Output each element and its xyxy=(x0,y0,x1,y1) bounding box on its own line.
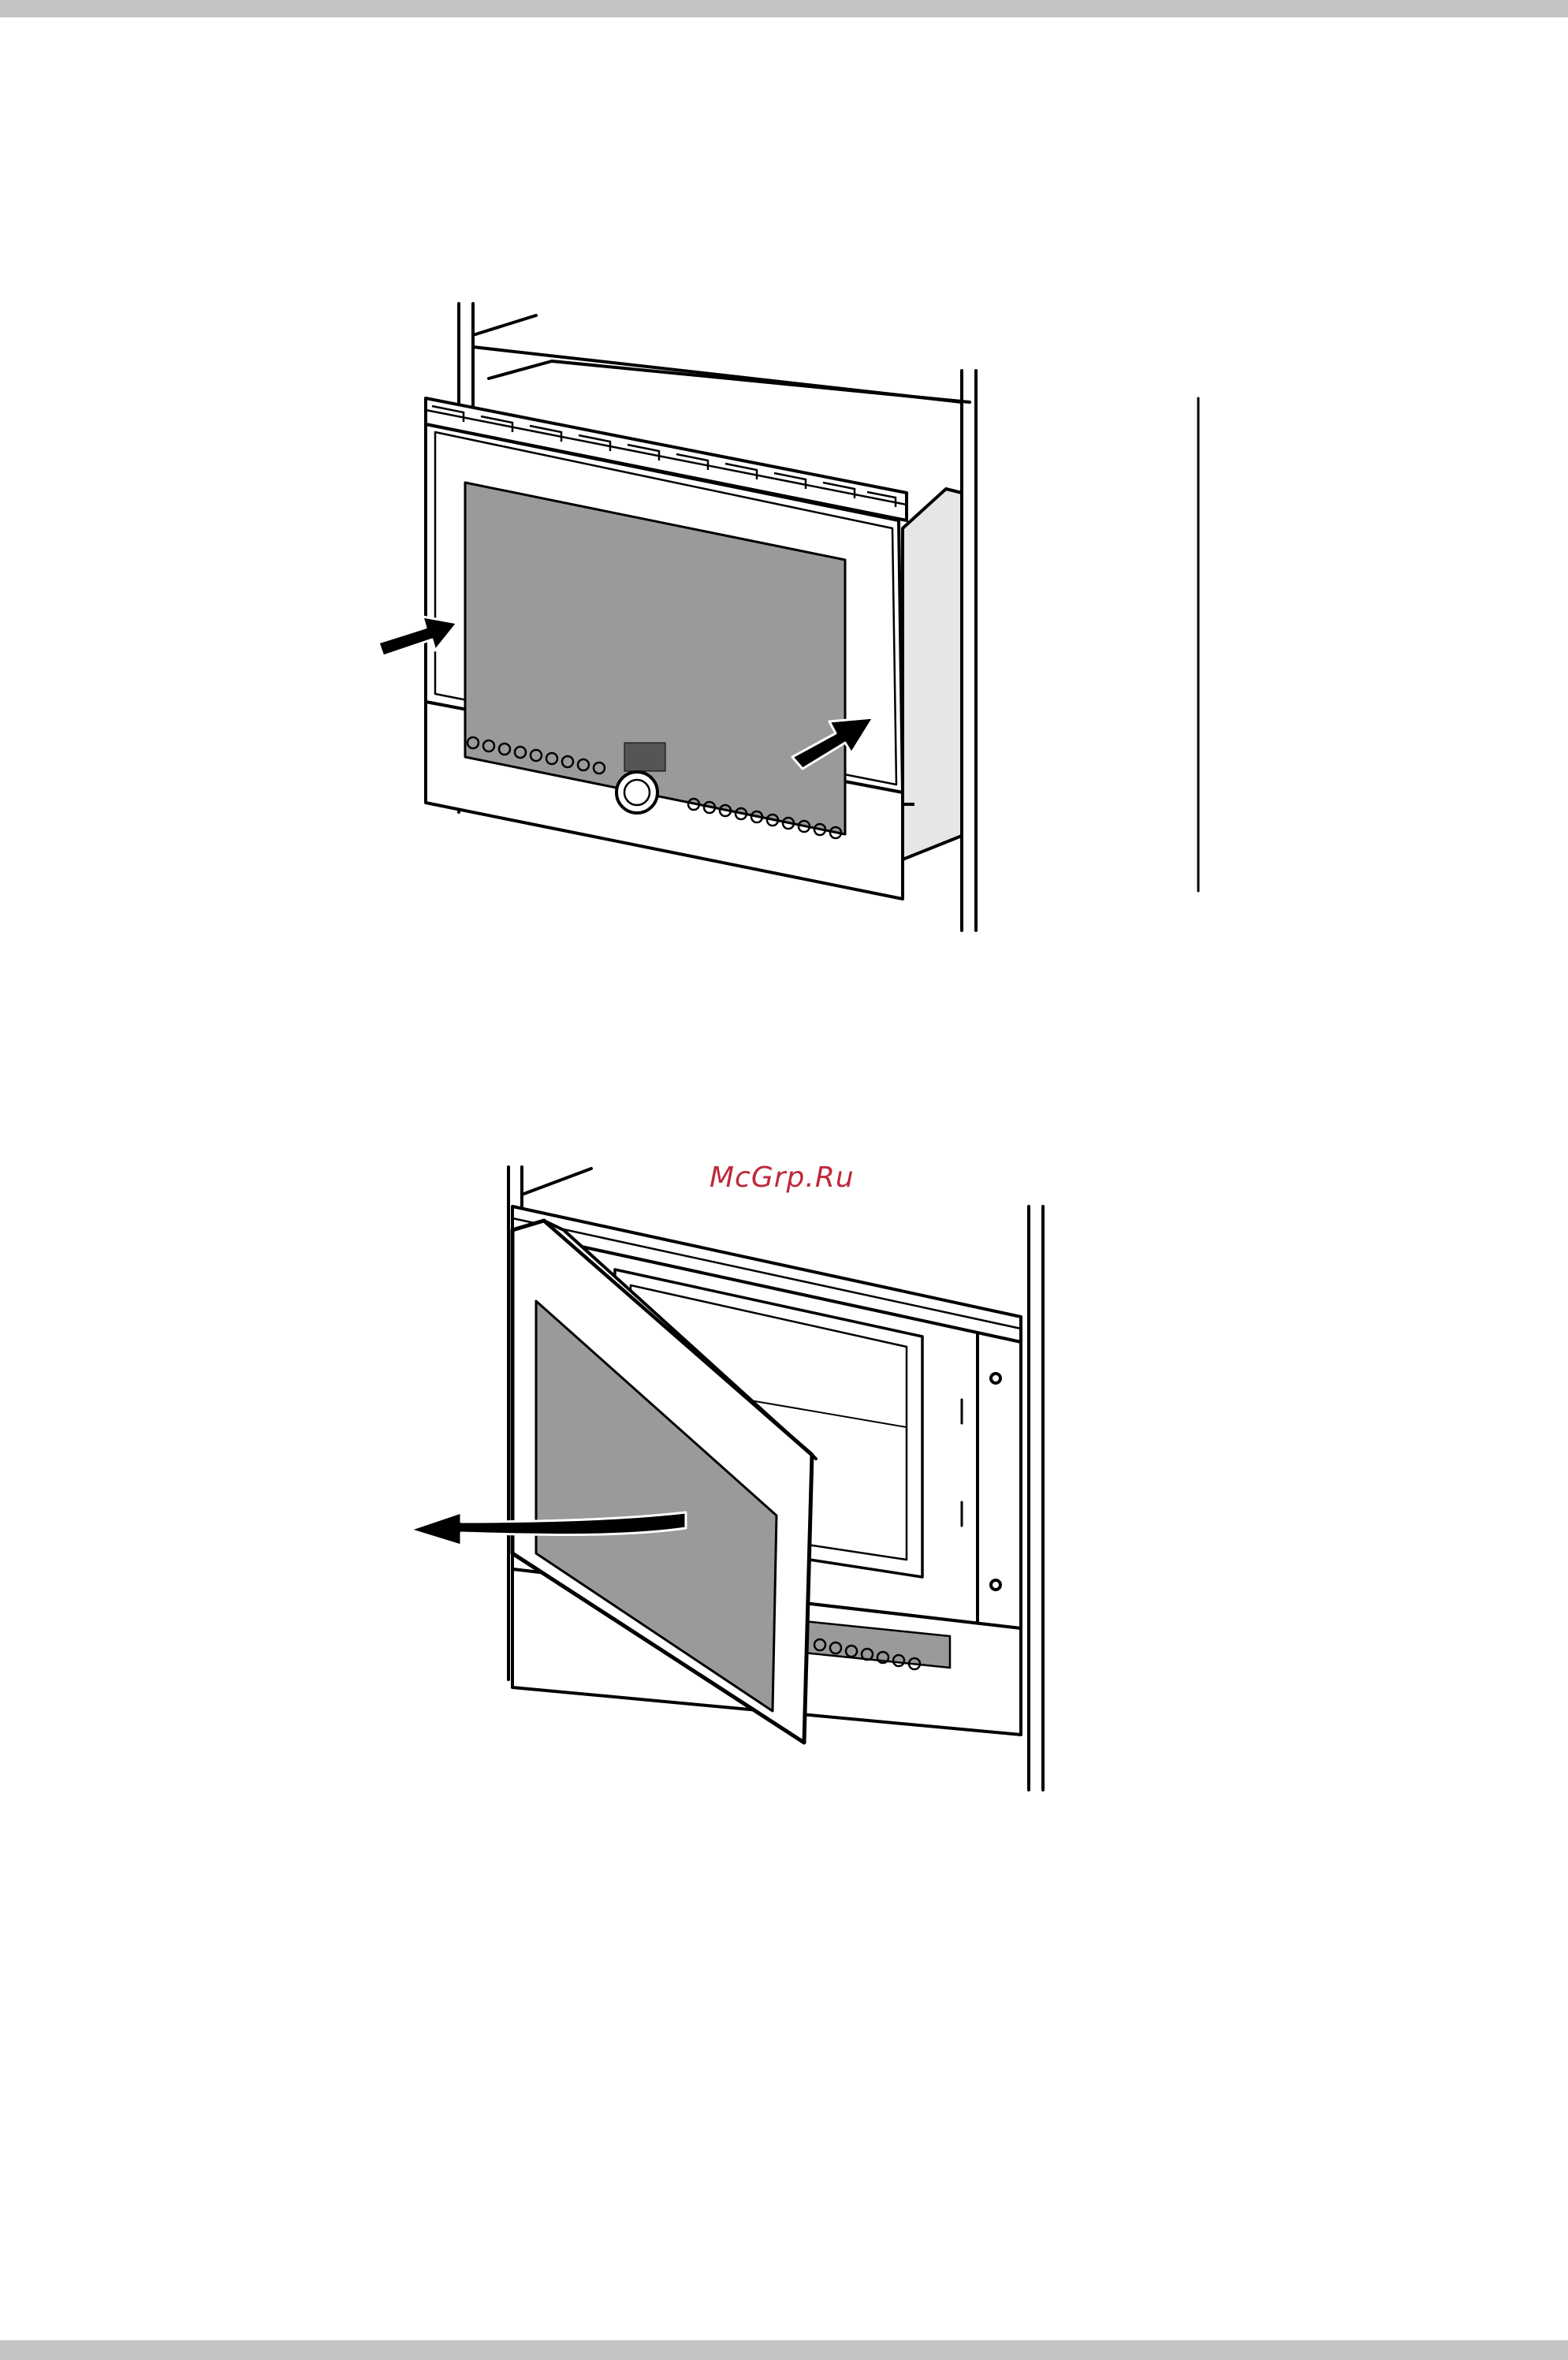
figure-open-door xyxy=(394,1159,1064,1806)
appliance-open-door-illustration xyxy=(394,1159,1064,1806)
appliance-illustration xyxy=(347,292,1253,938)
upper-shelf-edge xyxy=(522,1169,591,1195)
page-bottom-border xyxy=(0,2340,1568,2360)
page-top-border xyxy=(0,0,1568,17)
rotary-knob xyxy=(616,772,657,813)
appliance-top xyxy=(489,361,970,402)
display-window xyxy=(624,743,665,771)
figure-insert-appliance xyxy=(347,292,1253,938)
upper-shelf-edge xyxy=(473,315,536,335)
